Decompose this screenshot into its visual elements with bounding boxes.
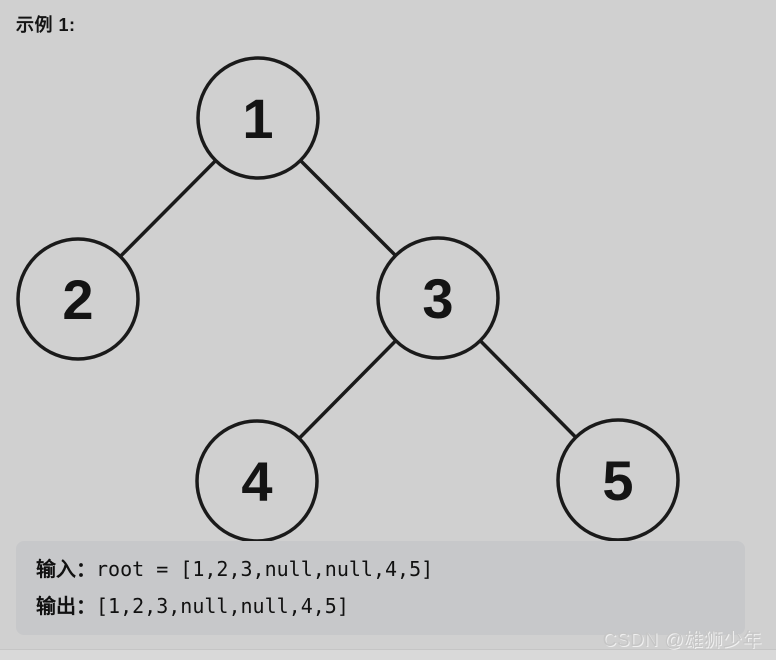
example-io-box: 输入：root = [1,2,3,null,null,4,5] 输出：[1,2,… xyxy=(16,541,745,635)
example-heading: 示例 1: xyxy=(16,15,76,35)
tree-node-1: 1 xyxy=(196,56,320,180)
tree-node-label-4: 4 xyxy=(241,450,272,513)
output-line: 输出：[1,2,3,null,null,4,5] xyxy=(36,588,725,625)
tree-node-4: 4 xyxy=(195,419,319,543)
csdn-watermark: CSDN @雄狮少年 xyxy=(602,630,762,651)
tree-node-circle-3 xyxy=(376,236,500,360)
input-value: root = [1,2,3,null,null,4,5] xyxy=(96,557,434,581)
tree-node-2: 2 xyxy=(16,237,140,361)
input-line: 输入：root = [1,2,3,null,null,4,5] xyxy=(36,551,725,588)
output-label: 输出： xyxy=(36,594,96,618)
tree-node-circle-1 xyxy=(196,56,320,180)
bottom-divider-strip xyxy=(0,649,776,660)
input-label: 输入： xyxy=(36,557,96,581)
tree-node-label-1: 1 xyxy=(242,87,273,150)
tree-node-5: 5 xyxy=(556,418,680,542)
tree-node-3: 3 xyxy=(376,236,500,360)
tree-node-circle-5 xyxy=(556,418,680,542)
tree-node-label-5: 5 xyxy=(602,449,633,512)
tree-node-label-2: 2 xyxy=(62,268,93,331)
output-value: [1,2,3,null,null,4,5] xyxy=(96,594,349,618)
tree-node-circle-2 xyxy=(16,237,140,361)
tree-node-label-3: 3 xyxy=(422,267,453,330)
